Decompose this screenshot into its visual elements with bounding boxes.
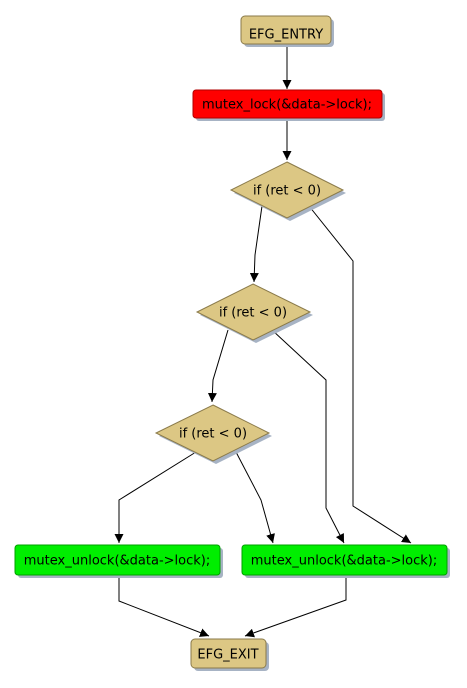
nodes: EFG_ENTRY mutex_lock(&data->lock); if (r…	[14, 15, 450, 671]
edge-cond1-to-unlock-right	[308, 205, 412, 544]
decision-node-1: if (ret < 0)	[229, 161, 346, 221]
decision-label-2: if (ret < 0)	[219, 306, 287, 321]
edge-unlock-left-to-exit	[118, 576, 210, 637]
decision-node-2: if (ret < 0)	[195, 283, 313, 343]
decision-node-3: if (ret < 0)	[154, 404, 272, 464]
exit-label: EFG_EXIT	[197, 648, 258, 663]
unlock-left-node: mutex_unlock(&data->lock);	[14, 544, 223, 578]
decision-label-1: if (ret < 0)	[253, 184, 321, 199]
exit-node: EFG_EXIT	[190, 638, 269, 671]
edge-cond1-to-cond2	[249, 205, 263, 283]
unlock-right-node: mutex_unlock(&data->lock);	[241, 544, 450, 578]
edge-cond2-to-cond3	[207, 329, 229, 403]
edges	[114, 45, 412, 638]
lock-node: mutex_lock(&data->lock);	[192, 89, 385, 121]
edge-cond3-to-unlock-right	[235, 451, 275, 544]
edge-cond2-to-unlock-right	[271, 329, 345, 544]
edge-unlock-right-to-exit	[244, 576, 347, 638]
lock-label: mutex_lock(&data->lock);	[202, 98, 372, 113]
entry-node: EFG_ENTRY	[240, 15, 334, 47]
unlock-right-label: mutex_unlock(&data->lock);	[251, 554, 437, 569]
unlock-left-label: mutex_unlock(&data->lock);	[24, 554, 210, 569]
entry-label: EFG_ENTRY	[249, 28, 323, 43]
edge-cond3-to-unlock-left	[114, 451, 197, 543]
decision-label-3: if (ret < 0)	[179, 427, 247, 442]
